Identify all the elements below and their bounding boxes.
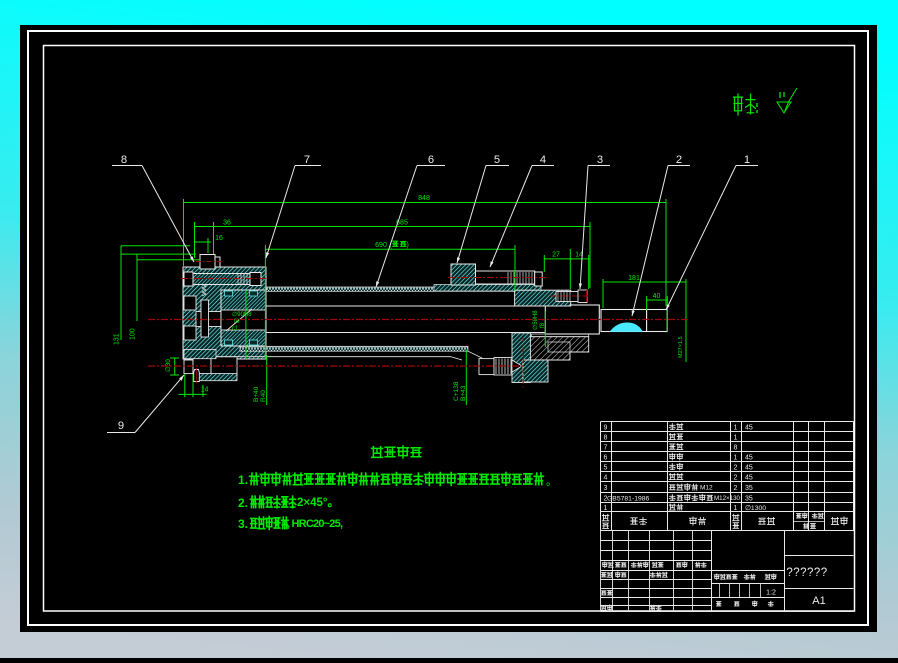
svg-text:685: 685: [396, 220, 408, 227]
svg-text:4: 4: [540, 154, 546, 166]
svg-text:690: 690: [375, 242, 387, 249]
svg-text:1:2: 1:2: [766, 590, 776, 597]
svg-text:3: 3: [597, 154, 603, 166]
svg-text:C+138: C+138: [453, 381, 460, 401]
svg-text:A1: A1: [812, 595, 825, 607]
svg-text:GB5781-1986: GB5781-1986: [607, 495, 650, 502]
svg-text:??????: ??????: [786, 567, 827, 579]
svg-text:c1: c1: [232, 326, 239, 332]
svg-text:40: 40: [653, 293, 661, 300]
svg-text:181: 181: [628, 275, 640, 282]
svg-text:45: 45: [745, 454, 753, 461]
svg-text:R40: R40: [260, 390, 267, 402]
svg-text:8: 8: [604, 434, 608, 441]
svg-text:9: 9: [604, 424, 608, 431]
svg-text:1: 1: [734, 424, 738, 431]
svg-text:1: 1: [734, 454, 738, 461]
svg-text:1: 1: [744, 154, 750, 166]
svg-text:100: 100: [130, 328, 137, 340]
svg-text:M12×130: M12×130: [714, 495, 741, 502]
svg-text:。: 。: [546, 476, 557, 488]
svg-text:, HRC20~25,: , HRC20~25,: [287, 518, 343, 530]
svg-text:16: 16: [215, 235, 223, 242]
svg-text:2: 2: [734, 464, 738, 471]
svg-text:2: 2: [734, 485, 738, 492]
svg-text:7: 7: [304, 154, 310, 166]
svg-text:5: 5: [604, 464, 608, 471]
svg-text:9: 9: [118, 420, 124, 432]
svg-text:45: 45: [745, 474, 753, 481]
svg-text:8: 8: [121, 154, 127, 166]
svg-text:B+43: B+43: [460, 385, 467, 401]
svg-text:45: 45: [745, 464, 753, 471]
svg-text:35: 35: [745, 495, 753, 502]
svg-text:36: 36: [223, 220, 231, 227]
svg-text:5: 5: [494, 154, 500, 166]
svg-text:131: 131: [114, 333, 121, 345]
svg-text:4: 4: [604, 474, 608, 481]
svg-text:2×45°。: 2×45°。: [297, 497, 339, 509]
svg-text:2.: 2.: [238, 496, 248, 510]
svg-text:6: 6: [428, 154, 434, 166]
svg-text:∅1300: ∅1300: [745, 505, 766, 512]
svg-text:8: 8: [734, 444, 738, 451]
svg-text:f8: f8: [234, 319, 240, 325]
svg-text:B+40: B+40: [253, 386, 260, 402]
svg-text:3: 3: [604, 485, 608, 492]
svg-text:27: 27: [552, 252, 560, 259]
svg-text:(: (: [390, 242, 393, 249]
svg-text:f8: f8: [540, 322, 546, 328]
svg-text:35: 35: [745, 485, 753, 492]
svg-text:2: 2: [604, 495, 608, 502]
svg-text:1: 1: [604, 505, 608, 512]
svg-text:1: 1: [734, 434, 738, 441]
svg-text:∅30: ∅30: [165, 359, 172, 372]
svg-text:14: 14: [575, 252, 583, 259]
svg-text:14: 14: [201, 387, 209, 394]
svg-text:M12: M12: [700, 485, 713, 492]
svg-text:6: 6: [604, 454, 608, 461]
svg-text:2: 2: [676, 154, 682, 166]
svg-text:M27×1.5: M27×1.5: [678, 336, 684, 358]
svg-text:2: 2: [734, 474, 738, 481]
svg-text:): ): [407, 242, 409, 249]
svg-text:∅90H8: ∅90H8: [232, 311, 252, 318]
svg-text:1.: 1.: [238, 473, 248, 487]
svg-text:45: 45: [745, 424, 753, 431]
svg-text:848: 848: [418, 195, 430, 202]
svg-text:1: 1: [734, 505, 738, 512]
svg-text:7: 7: [604, 444, 608, 451]
svg-text:3.: 3.: [238, 517, 248, 531]
